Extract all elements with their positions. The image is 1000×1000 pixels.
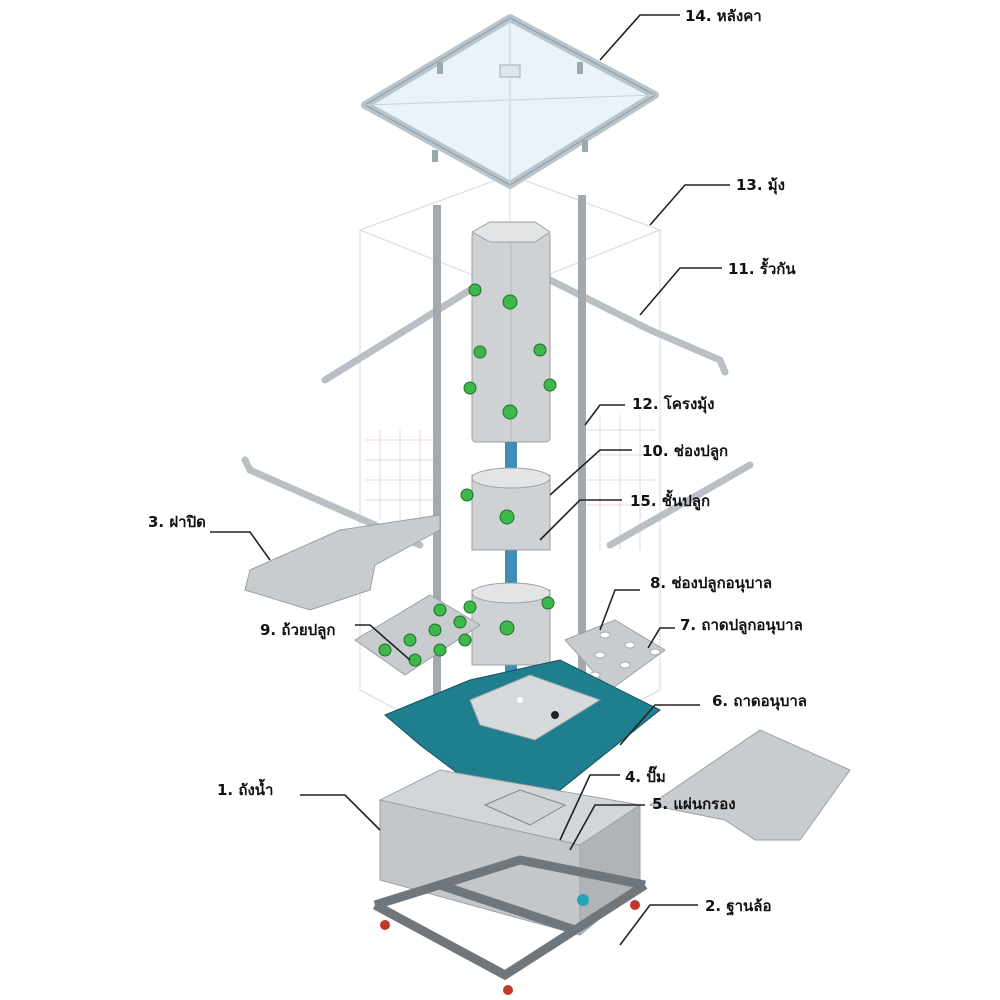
- label-nursery-planting-tray: 7. ถาดปลูกอนุบาล: [680, 616, 803, 635]
- label-net: 13. มุ้ง: [736, 176, 785, 195]
- label-lid: 3. ฝาปิด: [148, 513, 206, 531]
- label-planting-cup: 9. ถ้วยปลูก: [260, 621, 335, 640]
- wheel-base: [372, 855, 648, 995]
- fence: [241, 271, 754, 549]
- label-planting-tier: 15. ชั้นปลูก: [630, 489, 710, 511]
- nursery-tray: [384, 659, 661, 806]
- label-nursery-tray: 6. ถาดอนุบาล: [712, 692, 807, 711]
- label-roof: 14. หลังคา: [685, 7, 762, 25]
- label-net-frame: 12. โครงมุ้ง: [632, 394, 714, 414]
- label-fence: 11. รั้วกัน: [728, 257, 796, 278]
- label-nursery-hole: 8. ช่องปลูกอนุบาล: [650, 574, 772, 593]
- roof: [361, 14, 659, 189]
- lid: [244, 514, 441, 611]
- label-pump: 4. ปั๊ม: [625, 765, 666, 786]
- planting-tower: [460, 221, 557, 702]
- nursery-planting-tray: [564, 619, 666, 691]
- cup-plate: [354, 594, 481, 676]
- label-water-tank: 1. ถังน้ำ: [217, 778, 273, 799]
- label-filter-plate: 5. แผ่นกรอง: [652, 795, 736, 813]
- label-planting-hole: 10. ช่องปลูก: [642, 442, 728, 461]
- label-wheel-base: 2. ฐานล้อ: [705, 897, 772, 916]
- leader-lines: [210, 14, 730, 946]
- spare-lid: [648, 729, 851, 841]
- water-tank: [378, 769, 642, 937]
